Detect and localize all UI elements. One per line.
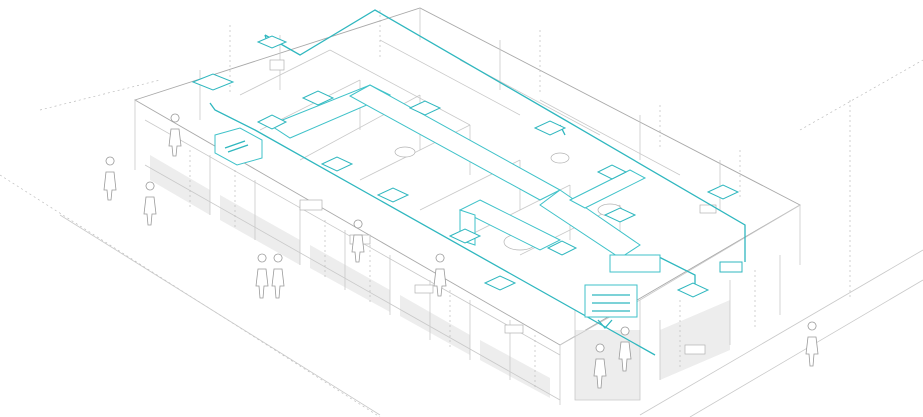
diffuser-icon xyxy=(301,90,335,106)
diffuser-icon xyxy=(191,73,235,91)
diffuser-icon xyxy=(483,275,517,291)
person-figure-icon xyxy=(351,219,365,263)
person-figure-icon xyxy=(805,321,819,367)
ceiling-diffusers xyxy=(191,35,743,298)
diffuser-icon xyxy=(376,187,410,203)
person-figure-icon xyxy=(433,253,447,297)
occupant-figures xyxy=(103,113,819,389)
diffuser-icon xyxy=(719,261,743,273)
front-facade-bays xyxy=(144,119,801,401)
person-figure-icon xyxy=(143,181,157,226)
person-figure-icon xyxy=(168,113,182,157)
diffuser-icon xyxy=(448,228,482,244)
diffuser-icon xyxy=(706,184,740,200)
person-figure-icon xyxy=(618,326,632,372)
diffuser-icon xyxy=(533,120,567,136)
diffuser-icon xyxy=(256,114,288,130)
person-figure-icon xyxy=(103,156,117,201)
person-figure-icon xyxy=(593,343,607,389)
diffuser-icon xyxy=(256,35,288,49)
supply-duct-network xyxy=(209,9,746,356)
person-figure-icon xyxy=(271,253,285,299)
air-handling-units xyxy=(214,127,638,329)
diffuser-icon xyxy=(603,207,637,223)
diffuser-icon xyxy=(676,282,710,298)
diffuser-icon xyxy=(546,240,578,256)
ahu-icon xyxy=(214,127,263,166)
diffuser-icon xyxy=(596,164,628,180)
person-figure-icon xyxy=(255,253,269,299)
ahu-icon xyxy=(584,284,638,329)
diffuser-icon xyxy=(320,156,354,172)
diffuser-icon xyxy=(408,100,442,116)
